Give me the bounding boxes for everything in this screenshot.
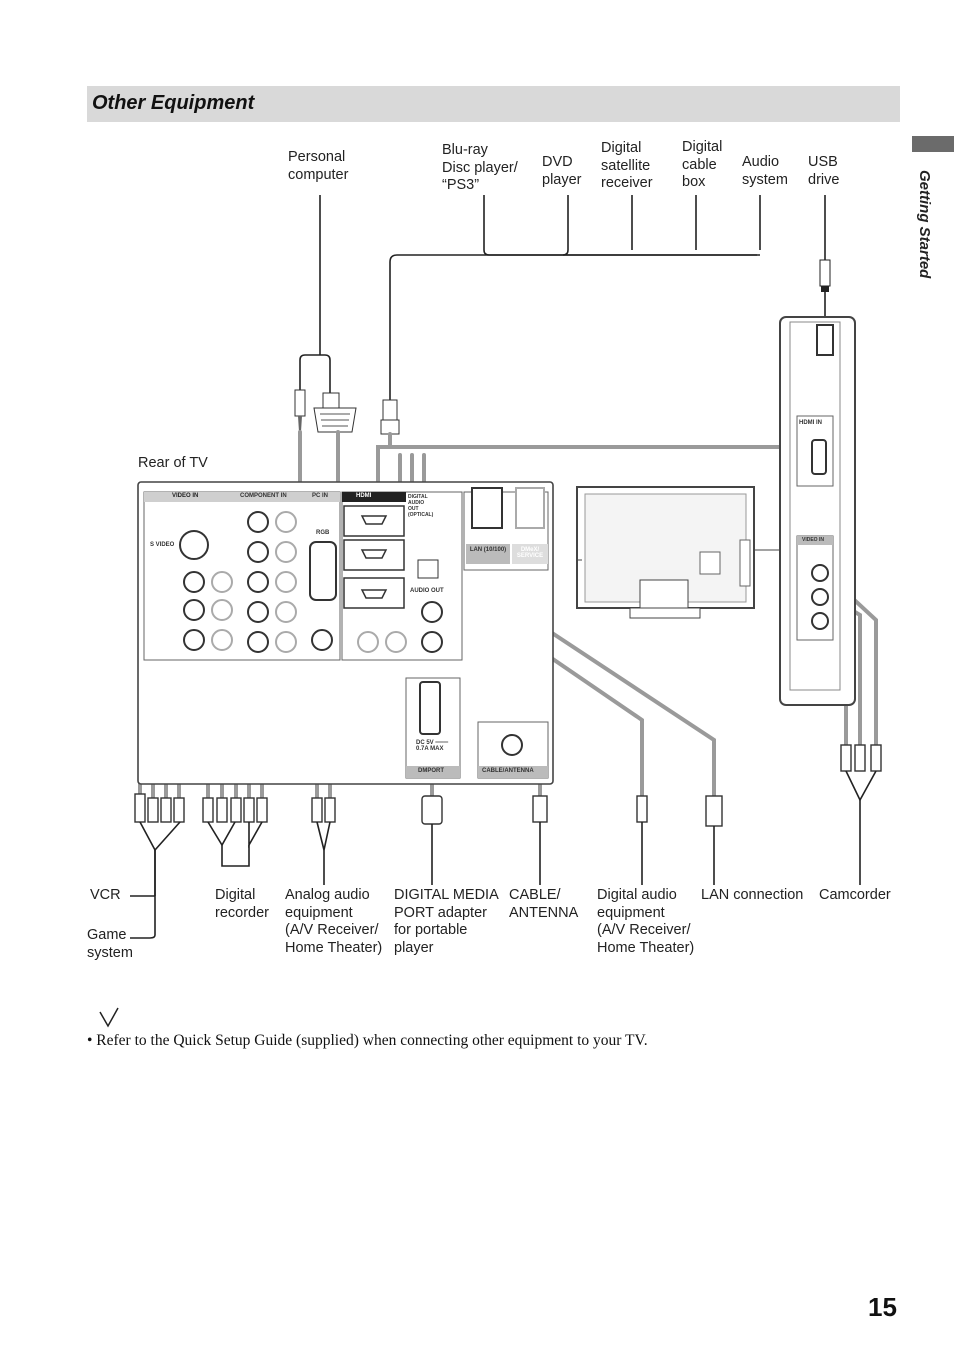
device-lines: [299, 195, 826, 400]
panel-hdmi: HDMI: [356, 493, 372, 499]
label-camcorder: Camcorder: [819, 887, 891, 903]
panel-s-video: S VIDEO: [150, 542, 175, 548]
panel-dmex: DMeX/ SERVICE: [516, 547, 544, 559]
label-satellite: Digital satellite receiver: [601, 140, 653, 191]
hdmi-plug-icon: [380, 399, 400, 435]
label-game-system: Game system: [87, 927, 133, 961]
label-personal-computer: Personal computer: [288, 149, 349, 183]
side-panel-video-in: VIDEO IN: [802, 537, 824, 543]
label-cable-antenna: CABLE/ ANTENNA: [509, 887, 579, 921]
panel-lan: LAN (10/100): [469, 547, 507, 553]
panel-component-in: COMPONENT IN: [240, 493, 287, 499]
label-digital-recorder: Digital recorder: [215, 887, 269, 921]
bottom-lines: [130, 770, 877, 939]
label-analog-audio: Analog audio equipment (A/V Receiver/ Ho…: [285, 887, 383, 956]
panel-pc-in: PC IN: [312, 493, 329, 499]
label-digital-audio: Digital audio equipment (A/V Receiver/ H…: [597, 887, 695, 956]
panel-rgb: RGB: [316, 530, 330, 536]
label-dmport-adapter: DIGITAL MEDIA PORT adapter for portable …: [394, 887, 499, 956]
label-audio-system: Audio system: [742, 154, 788, 188]
label-cable-box: Digital cable box: [682, 139, 723, 190]
pc-plugs-icon: [294, 389, 357, 433]
side-panel: [779, 316, 856, 706]
panel-audio-out: AUDIO OUT: [410, 588, 444, 594]
label-bluray: Blu-ray Disc player/ “PS3”: [442, 142, 518, 193]
panel-video-in: VIDEO IN: [172, 493, 199, 499]
panel-digital-audio-out: DIGITAL AUDIO OUT (OPTICAL): [408, 494, 434, 518]
usb-plug-icon: [819, 259, 831, 322]
section-title: Other Equipment: [92, 92, 255, 114]
side-tab-marker: [912, 136, 954, 152]
label-dvd: DVD player: [542, 154, 582, 188]
label-vcr: VCR: [90, 887, 121, 903]
label-rear-of-tv: Rear of TV: [138, 455, 208, 471]
tv-illustration: [576, 486, 782, 619]
panel-dc: DC 5V ═══ 0.7A MAX: [416, 740, 449, 752]
panel-cable-antenna: CABLE/ANTENNA: [482, 768, 534, 774]
rear-panel: [137, 481, 554, 785]
label-usb-drive: USB drive: [808, 154, 840, 188]
label-lan-connection: LAN connection: [701, 887, 804, 903]
panel-dm-port: DMPORT: [418, 768, 444, 774]
side-panel-hdmi-in: HDMI IN: [799, 420, 822, 426]
note-text: • Refer to the Quick Setup Guide (suppli…: [87, 1032, 648, 1049]
note-icon: [99, 1007, 119, 1028]
section-header-bar: [87, 86, 900, 122]
page-number: 15: [868, 1292, 897, 1322]
